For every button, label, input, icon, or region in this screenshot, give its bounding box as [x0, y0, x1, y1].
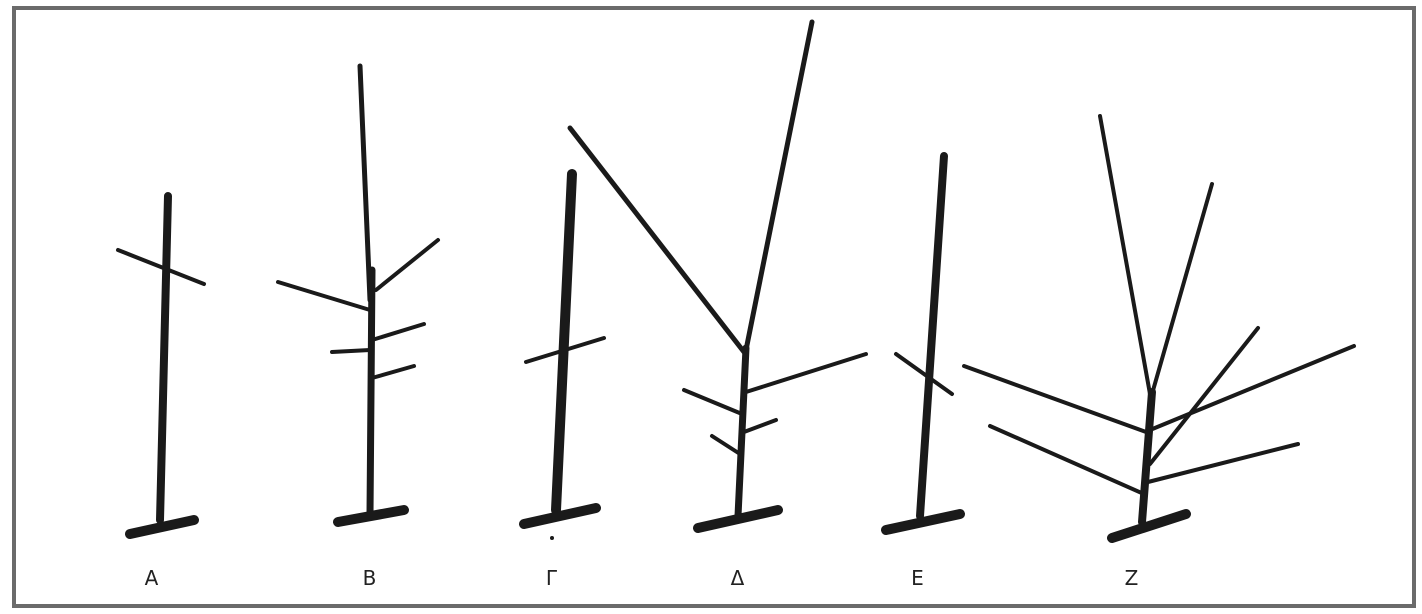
tree-b-leader: [357, 63, 373, 303]
tree-f-branch-5: [1146, 442, 1300, 484]
label-d: Δ: [730, 566, 746, 590]
tree-b-branch-5: [370, 364, 416, 380]
tree-b-branch-1: [276, 280, 372, 312]
tree-c: [519, 169, 606, 540]
label-a: Α: [144, 566, 160, 590]
tree-c-trunk: [551, 169, 577, 515]
label-e: Ε: [911, 566, 925, 590]
tree-a: [116, 192, 206, 539]
tree-e-branch-1: [894, 352, 954, 396]
tree-f-base: [1107, 509, 1191, 543]
tree-d: [567, 19, 868, 533]
tree-d-side-leader: [567, 125, 747, 355]
diagram-border: [12, 6, 1416, 608]
tree-a-branch-1: [116, 248, 206, 286]
label-b: Β: [362, 566, 378, 590]
tree-d-branch-3: [742, 418, 778, 434]
tree-f-branch-2: [988, 424, 1146, 496]
tree-d-leader: [743, 19, 815, 353]
tree-b-trunk: [366, 266, 376, 518]
tree-c-base: [519, 503, 601, 529]
tree-c-mark: [550, 536, 554, 540]
tree-b-branch-2: [374, 238, 440, 292]
tree-e-trunk: [916, 152, 948, 520]
label-c: Γ: [545, 566, 559, 590]
label-f: Ζ: [1124, 566, 1140, 590]
tree-b-branch-3: [370, 322, 426, 342]
tree-e-base: [881, 509, 965, 535]
tree-f-branch-1: [962, 364, 1148, 434]
tree-a-trunk: [156, 192, 172, 524]
tree-b-branch-4: [330, 348, 372, 354]
tree-b-base: [333, 505, 409, 527]
tree-f-branch-4: [1148, 326, 1260, 466]
tree-c-branch-1: [524, 336, 606, 364]
tree-f-leader-2: [1150, 182, 1214, 396]
tree-b: [276, 63, 440, 527]
tree-f-trunk: [1138, 388, 1156, 526]
tree-e: [881, 152, 965, 535]
tree-a-base: [125, 515, 199, 539]
tree-f: [962, 114, 1356, 543]
tree-d-branch-2: [682, 388, 744, 416]
tree-f-branch-3: [1148, 344, 1356, 432]
tree-d-branch-4: [710, 434, 742, 456]
tree-f-leader-1: [1098, 114, 1152, 396]
tree-d-base: [693, 505, 783, 533]
tree-d-branch-1: [744, 352, 868, 394]
